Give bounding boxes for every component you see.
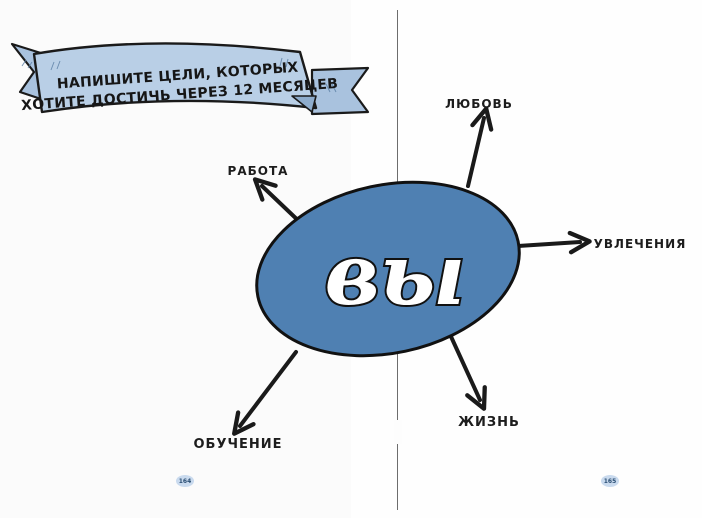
label-lyubov: ЛЮБОВЬ xyxy=(445,97,513,111)
banner-body xyxy=(32,42,318,114)
label-rabota: РАБОТА xyxy=(228,164,289,178)
center-label: вы xyxy=(325,225,466,324)
arrow-zhizn xyxy=(446,328,487,411)
page-number-right: 165 xyxy=(601,475,619,487)
banner-hatching xyxy=(21,57,337,93)
label-obuchenie: ОБУЧЕНИЕ xyxy=(193,437,282,452)
spine-gap xyxy=(394,420,402,444)
page-number-left: 164 xyxy=(176,475,194,487)
title-banner: НАПИШИТЕ ЦЕЛИ, КОТОРЫХ ХОТИТЕ ДОСТИЧЬ ЧЕ… xyxy=(10,42,370,116)
label-uvlecheniya: УВЛЕЧЕНИЯ xyxy=(594,237,687,251)
arrow-obuchenie xyxy=(232,350,298,436)
page-number-right-text: 165 xyxy=(604,478,617,485)
label-zhizn: ЖИЗНЬ xyxy=(458,415,520,430)
arrow-lyubov xyxy=(466,106,494,188)
center-node: вы xyxy=(255,180,521,358)
center-ellipse xyxy=(255,180,521,358)
banner-fold xyxy=(291,95,317,113)
arrow-uvlecheniya xyxy=(516,230,592,255)
page-number-left-text: 164 xyxy=(179,478,192,485)
